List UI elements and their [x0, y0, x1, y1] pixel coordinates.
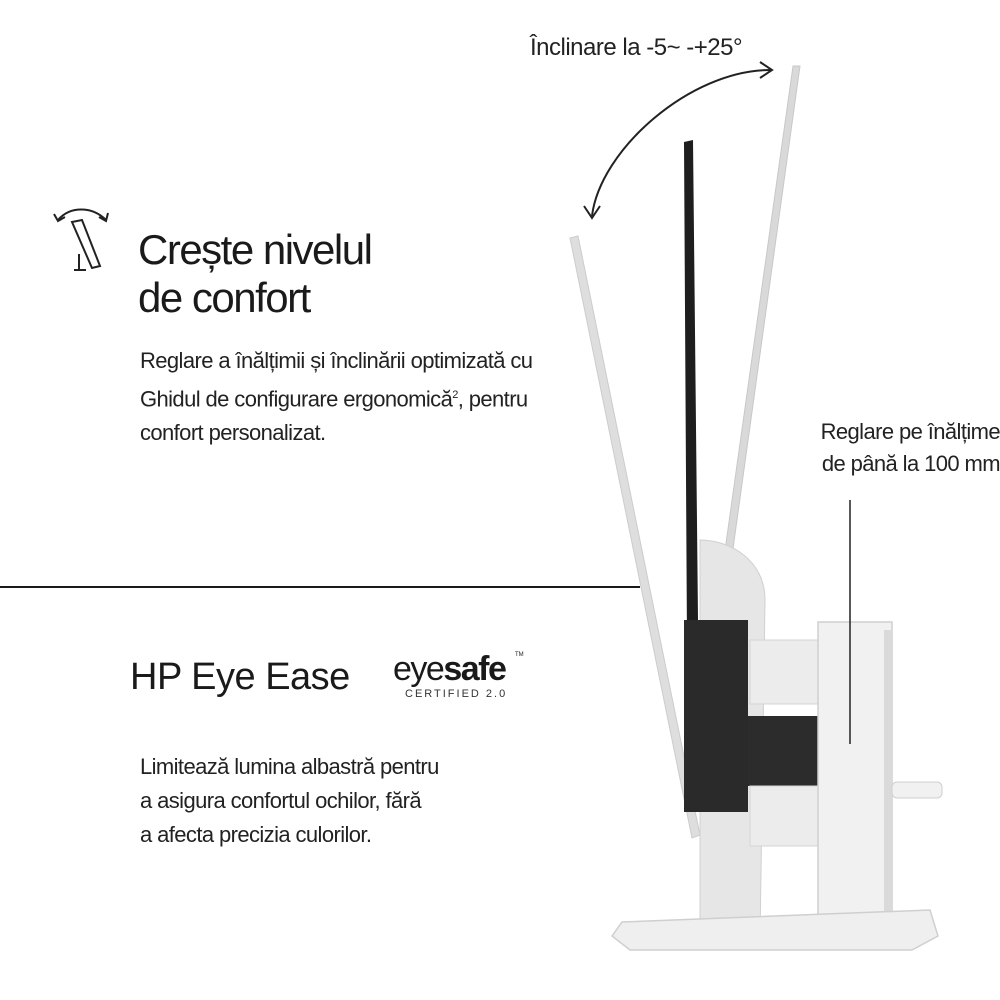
- height-adjust-label: Reglare pe înălțime de până la 100 mm: [760, 416, 1000, 480]
- comfort-description: Reglare a înălțimii și înclinării optimi…: [140, 344, 580, 450]
- height-adjust-label-line1: Reglare pe înălțime: [820, 419, 1000, 444]
- eyesafe-logo: eyesafe CERTIFIED 2.0 TM: [393, 650, 524, 700]
- footnote-marker: 2: [452, 389, 458, 401]
- eye-ease-description: Limitează lumina albastră pentru a asigu…: [140, 750, 560, 852]
- comfort-heading-line1: Crește nivelul: [138, 226, 373, 273]
- height-adjust-label-line2: de până la 100 mm: [821, 451, 1000, 476]
- tilt-arc-arrow: [583, 61, 774, 220]
- comfort-heading: Crește nivelul de confort: [138, 226, 498, 322]
- eyesafe-wordmark: eyesafe: [393, 650, 507, 688]
- tilt-adjust-icon: [53, 208, 109, 271]
- monitor-panel-front-tilt: [569, 235, 701, 839]
- tilt-range-label: Înclinare la -5~ -+25°: [530, 34, 743, 61]
- eyesafe-tm: TM: [515, 652, 524, 658]
- eyesafe-light: eye: [393, 650, 445, 688]
- section-divider: [0, 586, 640, 588]
- comfort-description-tail: , pentru confort personalizat.: [140, 386, 528, 446]
- eye-ease-description-line3: a afecta precizia culorilor.: [140, 822, 372, 847]
- eye-ease-description-line1: Limitează lumina albastră pentru: [140, 754, 439, 779]
- stand-column: [817, 621, 943, 923]
- comfort-heading-line2: de confort: [138, 274, 311, 321]
- stand-base: [610, 909, 939, 951]
- monitor-hinge: [684, 620, 823, 847]
- eye-ease-description-line2: a asigura confortul ochilor, fără: [140, 788, 422, 813]
- eyesafe-certified: CERTIFIED 2.0: [405, 688, 508, 700]
- eyesafe-bold: safe: [443, 650, 507, 688]
- comfort-description-text: Reglare a înălțimii și înclinării optimi…: [140, 348, 533, 412]
- hp-eye-ease-logo: HP Eye Ease: [130, 656, 350, 698]
